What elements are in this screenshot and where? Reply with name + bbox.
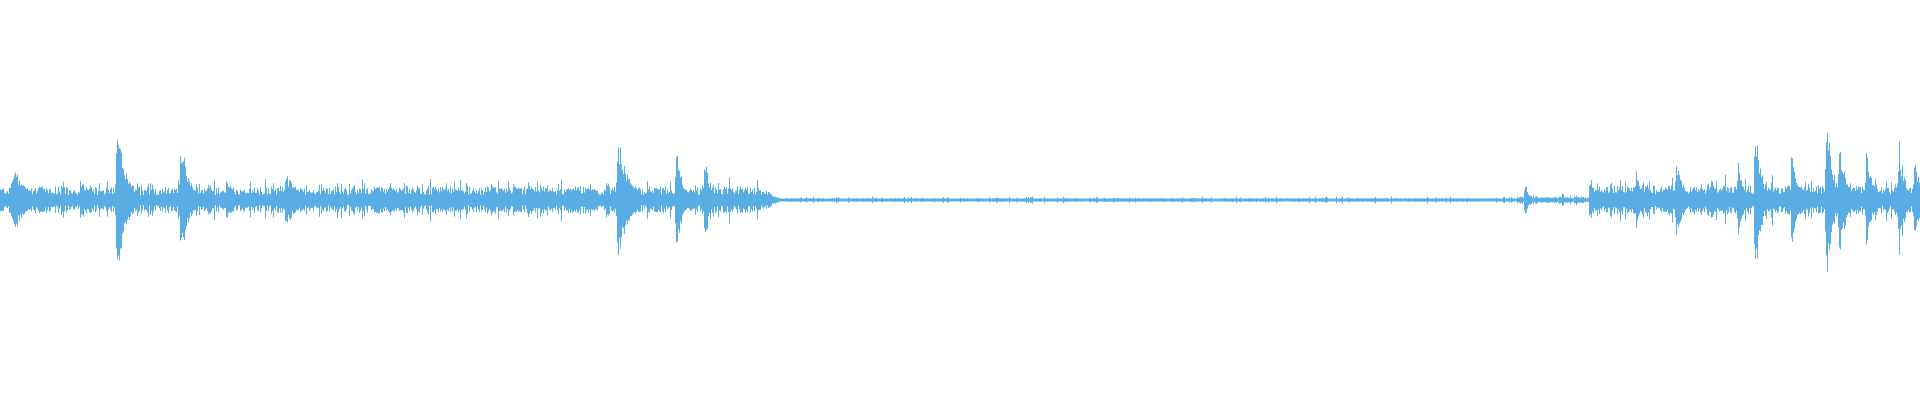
- waveform-trace: [0, 132, 1920, 272]
- waveform-bars: [0, 132, 1920, 272]
